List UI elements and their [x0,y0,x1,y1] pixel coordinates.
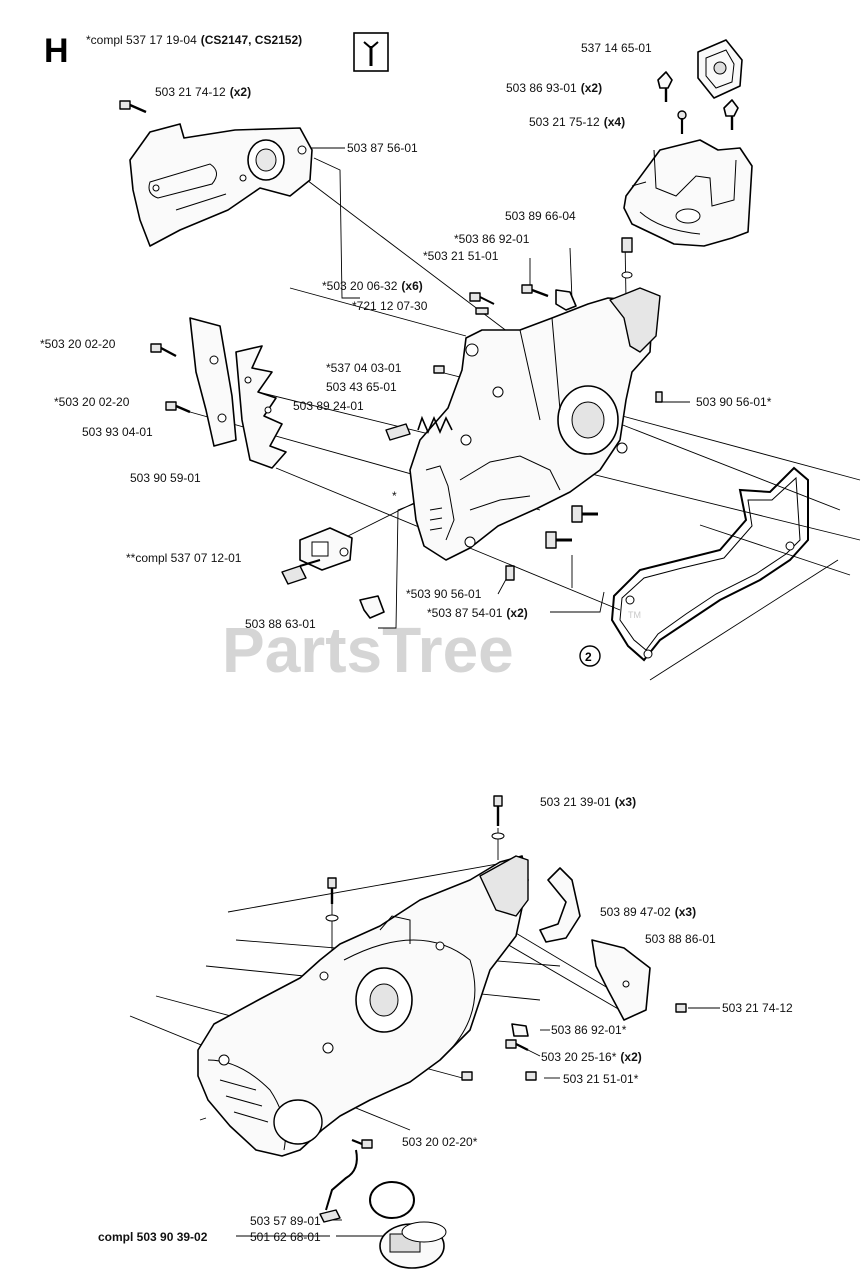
kit-heading: *compl 537 17 19-04(CS2147, CS2152) [86,33,302,47]
callout-503-20-02-20: *503 20 02-20 [40,337,116,351]
engine-cover-bracket [623,139,753,247]
screw-icon [621,110,687,279]
oil-pickup-hose [319,1149,358,1223]
callout-503-90-56-01-b: *503 90 56-01 [406,587,482,601]
crankcase-gasket [610,466,809,662]
tools-info-icon [353,32,389,72]
callout-503-21-74-12: 503 21 74-12(x2) [155,85,251,99]
callout-503-87-56-01: 503 87 56-01 [347,141,418,155]
callout-503-93-04-01: 503 93 04-01 [82,425,153,439]
callout-compl-503-90-39-02: compl 503 90 39-02 [98,1230,208,1244]
bumper-spike [235,345,287,469]
callout-503-89-24-01: 503 89 24-01 [293,399,364,413]
callout-503-21-75-12: 503 21 75-12(x4) [529,115,625,129]
guide-plate [189,317,237,447]
callout-503-21-51-01-b: 503 21 51-01* [563,1072,639,1086]
callout-537-14-65-01: 537 14 65-01 [581,41,652,55]
callout-503-88-86-01: 503 88 86-01 [645,932,716,946]
watermark: PartsTree TM [222,610,641,686]
screw-icon [325,795,687,1149]
callout-503-21-74-12-b: 503 21 74-12 [722,1001,793,1015]
callout-503-21-51-01: *503 21 51-01 [423,249,499,263]
callout-503-20-02-20-b: *503 20 02-20 [54,395,130,409]
bar-bolt-icon [505,391,663,581]
screw-icon [433,284,577,374]
section-letter: H [44,32,69,70]
callout-501-62-68-01: 501 62 68-01 [250,1230,321,1244]
screw-icon [119,100,147,114]
callout-503-86-92-01: *503 86 92-01 [454,232,530,246]
clip-icon [359,595,385,619]
screw-icon [150,343,191,414]
cover-plate-small [591,939,651,1021]
callout-503-90-59-01: 503 90 59-01 [130,471,201,485]
callout-537-07-12-01: **compl 537 07 12-01 [126,551,242,565]
stop-switch-assembly [281,527,353,585]
svg-text:PartsTree: PartsTree [222,614,514,686]
spring-icon [385,415,453,441]
callout-721-12-07-30: *721 12 07-30 [352,299,428,313]
wing-nut-icon [657,71,739,130]
chain-catcher [539,867,581,943]
callout-503-20-06-32: *503 20 06-32(x6) [322,279,423,293]
callout-503-88-63-01: 503 88 63-01 [245,617,316,631]
callout-503-57-89-01: 503 57 89-01 [250,1214,321,1228]
oil-cap-icon [379,1221,447,1269]
callout-503-89-47-02: 503 89 47-02(x3) [600,905,696,919]
callout-503-43-65-01: 503 43 65-01 [326,380,397,394]
air-filter-grommet [697,39,743,99]
callout-503-90-56-01: 503 90 56-01* [696,395,772,409]
crankcase-main [409,287,661,561]
callout-503-21-39-01: 503 21 39-01(x3) [540,795,636,809]
callout-503-20-02-20-c: 503 20 02-20* [402,1135,478,1149]
svg-text:TM: TM [628,610,641,620]
callout-503-86-92-01-b: 503 86 92-01* [551,1023,627,1037]
callout-503-89-66-04: 503 89 66-04 [505,209,576,223]
o-ring-icon [369,1181,415,1219]
chain-guard-plate [129,123,313,247]
callout-503-20-25-16: 503 20 25-16*(x2) [541,1050,642,1064]
svg-text:2: 2 [585,650,592,664]
callout-503-86-93-01: 503 86 93-01(x2) [506,81,602,95]
callout-537-04-03-01: *537 04 03-01 [326,361,402,375]
reference-marker: 2 [579,645,601,667]
callout-503-87-54-01: *503 87 54-01(x2) [427,606,528,620]
part-callouts: 503 21 74-12(x2) 503 87 56-01 537 14 65-… [40,41,793,1244]
leader-lines-top [189,139,861,681]
asterisk-marker: * [392,489,397,503]
crankcase-clutch-side [197,855,529,1157]
